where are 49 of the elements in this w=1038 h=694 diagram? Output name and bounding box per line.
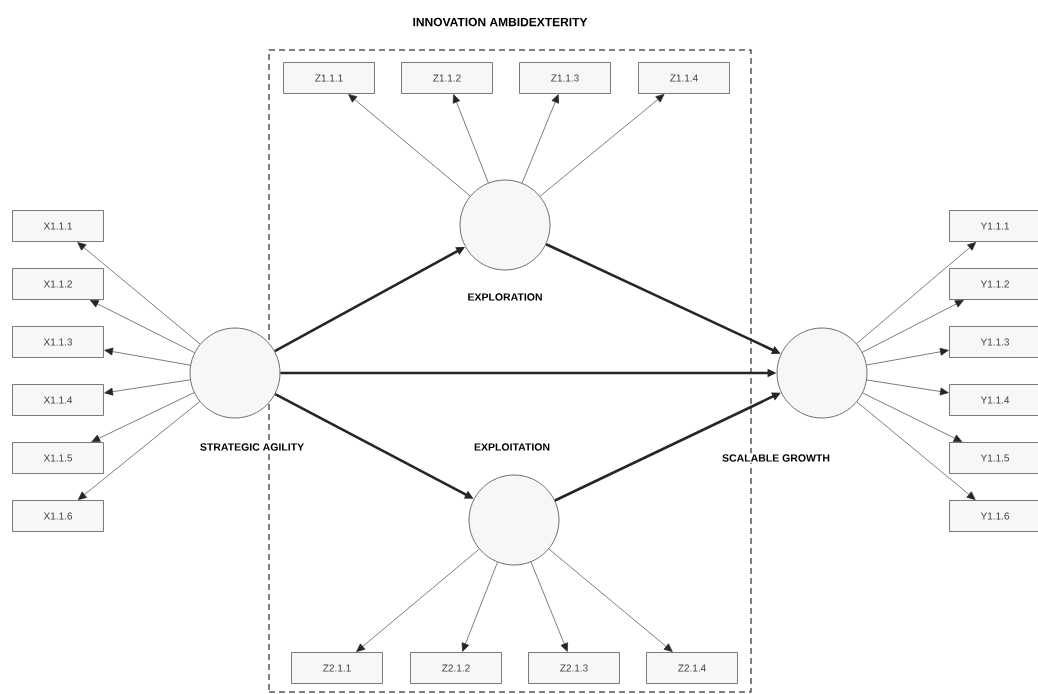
- indicator-box: Z2.1.1: [291, 652, 383, 684]
- indicator-box: Z1.1.2: [401, 62, 493, 94]
- indicator-box: Z1.1.4: [638, 62, 730, 94]
- indicator-box: Z1.1.3: [519, 62, 611, 94]
- arrow: [452, 94, 489, 184]
- arrow: [539, 94, 665, 197]
- construct-label: EXPLOITATION: [473, 442, 551, 452]
- indicator-box: Z2.1.4: [646, 652, 738, 684]
- indicator-box: X1.1.5: [12, 442, 104, 474]
- group-title: INNOVATION AMBIDEXTERITY: [413, 17, 588, 27]
- indicator-box: Y1.1.4: [949, 384, 1038, 416]
- construct-label: SCALABLE GROWTH: [721, 453, 831, 463]
- indicator-box: X1.1.3: [12, 326, 104, 358]
- arrow: [862, 299, 964, 353]
- arrow: [856, 242, 977, 344]
- latent-circle: [459, 179, 551, 271]
- latent-circle: [776, 327, 868, 419]
- indicator-box: X1.1.6: [12, 500, 104, 532]
- indicator-box: Z2.1.2: [410, 652, 502, 684]
- indicator-box: Y1.1.3: [949, 326, 1038, 358]
- indicator-box: Y1.1.1: [949, 210, 1038, 242]
- arrow: [89, 299, 195, 353]
- arrow: [461, 561, 498, 652]
- arrow: [548, 548, 673, 652]
- arrow: [77, 242, 201, 345]
- indicator-box: Y1.1.2: [949, 268, 1038, 300]
- arrow: [866, 347, 949, 366]
- indicator-box: Z2.1.3: [528, 652, 620, 684]
- arrow: [104, 379, 191, 396]
- arrow: [348, 94, 471, 197]
- arrow: [856, 401, 976, 500]
- latent-circle: [189, 327, 281, 419]
- arrow: [356, 548, 480, 652]
- construct-label: STRATEGIC AGILITY: [198, 442, 306, 452]
- indicator-box: X1.1.1: [12, 210, 104, 242]
- construct-label: EXPLORATION: [466, 292, 544, 302]
- arrow: [530, 561, 568, 652]
- indicator-box: Y1.1.6: [949, 500, 1038, 532]
- indicator-box: X1.1.2: [12, 268, 104, 300]
- arrow: [862, 392, 963, 443]
- arrow: [521, 94, 559, 184]
- arrow: [104, 347, 191, 366]
- indicator-box: X1.1.4: [12, 384, 104, 416]
- arrow: [866, 379, 949, 396]
- indicator-box: Z1.1.1: [283, 62, 375, 94]
- arrow: [91, 392, 195, 443]
- indicator-box: Y1.1.5: [949, 442, 1038, 474]
- latent-circle: [468, 474, 560, 566]
- arrow: [77, 401, 200, 500]
